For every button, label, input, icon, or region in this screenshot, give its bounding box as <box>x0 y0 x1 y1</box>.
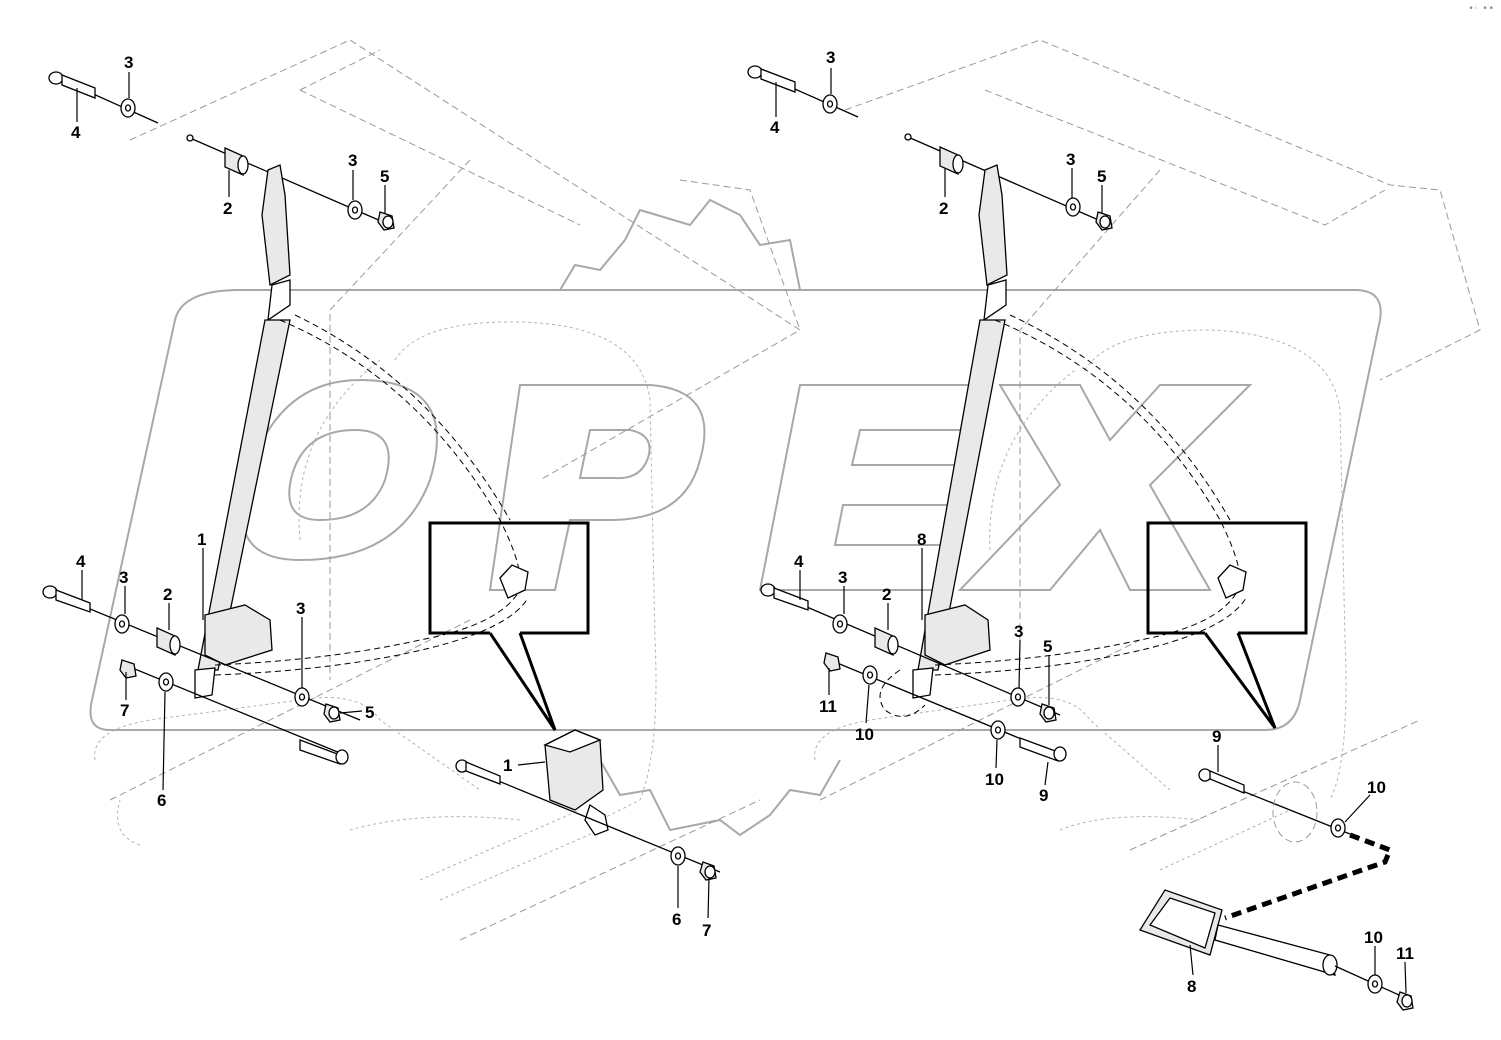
callout-1: 1 <box>503 756 512 775</box>
callout-4: 4 <box>76 552 86 571</box>
belt-strap <box>197 319 291 671</box>
callout-2: 2 <box>882 585 891 604</box>
callout-5: 5 <box>1043 637 1052 656</box>
callout-10: 10 <box>1364 928 1383 947</box>
callout-3: 3 <box>124 53 133 72</box>
callout-9: 9 <box>1212 727 1221 746</box>
callout-3: 3 <box>838 568 847 587</box>
callout-10: 10 <box>985 770 1004 789</box>
callout-9: 9 <box>1039 786 1048 805</box>
callout-6: 6 <box>157 791 166 810</box>
callout-10: 10 <box>1367 778 1386 797</box>
callout-4: 4 <box>71 123 81 142</box>
callout-3: 3 <box>348 151 357 170</box>
callout-8: 8 <box>1187 977 1196 996</box>
nut-icon <box>377 211 395 231</box>
callout-6: 6 <box>672 910 681 929</box>
callout-5: 5 <box>1097 167 1106 186</box>
callout-11: 11 <box>1396 944 1414 963</box>
right-seat-outline <box>814 39 1481 871</box>
leader-lines <box>76 68 1407 994</box>
callout-2: 2 <box>223 199 232 218</box>
callout-3: 3 <box>826 48 835 67</box>
bolt-icon <box>48 71 159 124</box>
callout-3: 3 <box>1014 622 1023 641</box>
retractor-housing <box>204 604 273 666</box>
buckle-icon <box>1139 889 1223 956</box>
callout-7: 7 <box>120 701 129 720</box>
callout-5: 5 <box>380 167 389 186</box>
dots-icon: •· •• <box>1468 4 1495 14</box>
left-belt-assembly <box>42 71 721 881</box>
callout-4: 4 <box>794 552 804 571</box>
callout-3: 3 <box>1066 150 1075 169</box>
callout-4: 4 <box>770 118 780 137</box>
callout-2: 2 <box>163 585 172 604</box>
spacer-icon <box>224 146 249 177</box>
callout-labels: 3 4 2 3 5 1 4 3 2 3 5 7 6 1 6 7 3 4 2 3 … <box>71 48 1414 996</box>
callout-10: 10 <box>855 725 874 744</box>
watermark-logo <box>89 198 1382 837</box>
belt-guide-bracket <box>261 164 291 286</box>
callout-3: 3 <box>296 599 305 618</box>
buckle-retractor-icon <box>543 729 609 836</box>
callout-7: 7 <box>702 921 711 940</box>
detail-callout-frame <box>428 521 590 635</box>
callout-1: 1 <box>197 530 206 549</box>
callout-5: 5 <box>365 703 374 722</box>
left-seat-outline <box>94 39 801 941</box>
callout-2: 2 <box>939 199 948 218</box>
callout-8: 8 <box>917 530 926 549</box>
callout-3: 3 <box>119 568 128 587</box>
right-belt-assembly <box>747 65 1414 1011</box>
callout-11: 11 <box>819 697 837 716</box>
